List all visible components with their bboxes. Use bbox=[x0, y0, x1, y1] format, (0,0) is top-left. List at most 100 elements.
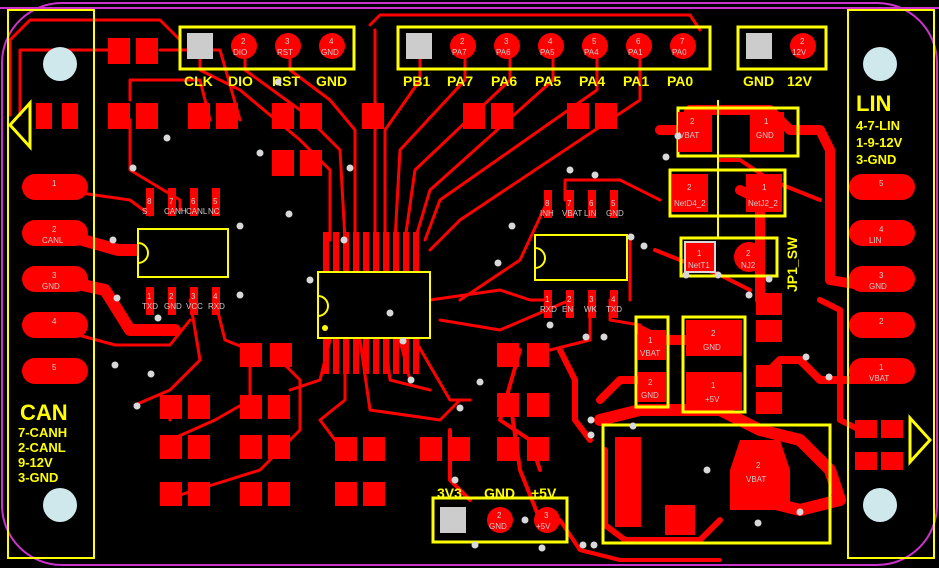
header-silk-label: +5V bbox=[531, 485, 557, 501]
ic-pin bbox=[566, 290, 574, 318]
edge-pad-number: 1 bbox=[52, 179, 57, 188]
lin-arrow-pad bbox=[855, 420, 877, 438]
lin-legend-line: 3-GND bbox=[856, 152, 896, 167]
trace-top-loop bbox=[368, 13, 702, 32]
header-pin-number: 3 bbox=[544, 511, 549, 520]
trace-left-7 bbox=[128, 118, 182, 212]
smd-pad bbox=[216, 103, 238, 129]
mcu-pin bbox=[373, 232, 379, 272]
cap-pad-main bbox=[730, 440, 790, 510]
can-connector-outline bbox=[7, 9, 95, 559]
header-silk-label: PA6 bbox=[491, 73, 517, 89]
ic-pin-name: GND bbox=[606, 209, 624, 218]
via bbox=[147, 370, 155, 378]
edge-pad bbox=[22, 312, 88, 338]
header-silk-label: GND bbox=[484, 485, 515, 501]
header-silk-label: PA4 bbox=[579, 73, 605, 89]
via bbox=[111, 361, 119, 369]
ic-pin-name: WK bbox=[584, 305, 598, 314]
via bbox=[546, 321, 554, 329]
edge-pad bbox=[22, 358, 88, 384]
header-pin-round bbox=[534, 507, 560, 533]
mcu-pin1-dot bbox=[322, 325, 328, 331]
smd-pad bbox=[108, 103, 130, 129]
net-pad bbox=[746, 174, 782, 212]
ic-pin-number: 8 bbox=[545, 199, 550, 208]
regulator-big-name: GND bbox=[703, 343, 721, 352]
ic-pin-number: 7 bbox=[567, 199, 572, 208]
jumper-name: NJ2 bbox=[741, 261, 756, 270]
header-pin-square bbox=[187, 33, 213, 59]
header-pin-round bbox=[275, 33, 301, 59]
ic-pin-name: NC bbox=[208, 207, 220, 216]
mcu-pin bbox=[343, 338, 349, 374]
trace-bottom-edge bbox=[558, 518, 722, 562]
regulator-small-name: VBAT bbox=[640, 349, 660, 358]
mount-hole-top-right bbox=[863, 47, 897, 81]
smd-pad bbox=[188, 395, 210, 419]
vbat-gnd-pair: 2 VBAT 1 GND bbox=[676, 106, 800, 158]
ic-pin-name: CANH bbox=[164, 207, 187, 216]
jumper-outline bbox=[679, 236, 779, 278]
edge-pad-name: CANL bbox=[42, 236, 64, 245]
trace-5v bbox=[508, 398, 542, 522]
trace-left-2 bbox=[58, 318, 192, 347]
lin-connector-outline bbox=[847, 9, 935, 559]
header-silk-label: PA5 bbox=[535, 73, 561, 89]
via bbox=[579, 541, 587, 549]
can-legend-line: 3-GND bbox=[18, 470, 58, 485]
jumper-jp1: 1 NetT1 2 NJ2 JP1_SW bbox=[679, 236, 800, 292]
via bbox=[745, 291, 753, 299]
via bbox=[163, 134, 171, 142]
regulator-small-pad bbox=[638, 372, 666, 402]
ic-pin-number: 3 bbox=[191, 292, 196, 301]
smd-pad bbox=[188, 103, 210, 129]
header-pin-square bbox=[440, 507, 466, 533]
via bbox=[129, 164, 137, 172]
header-pin-round bbox=[487, 507, 513, 533]
port-header-outline bbox=[396, 25, 712, 71]
mcu-pin bbox=[323, 232, 329, 272]
via bbox=[674, 132, 682, 140]
ic-pin bbox=[566, 190, 574, 218]
header-pin-number: 2 bbox=[241, 37, 246, 46]
via bbox=[236, 291, 244, 299]
vbat-gnd-name: GND bbox=[756, 131, 774, 140]
smd-pad bbox=[463, 103, 485, 129]
programming-header-outline bbox=[178, 25, 356, 71]
trace-left-8 bbox=[133, 298, 202, 407]
mcu-pin bbox=[393, 338, 399, 374]
via bbox=[754, 519, 762, 527]
header-pin-name: GND bbox=[748, 48, 766, 57]
header-pin-number: 1 bbox=[756, 37, 761, 46]
bottom-header-outline bbox=[431, 496, 569, 544]
ic-pin-number: 4 bbox=[611, 295, 616, 304]
electrolytic-cap: 2 VBAT bbox=[601, 423, 832, 545]
lin-transceiver-notch bbox=[534, 247, 546, 269]
ic-pin-number: 2 bbox=[567, 295, 572, 304]
ic-pin-name: GND bbox=[164, 302, 182, 311]
via bbox=[629, 422, 637, 430]
via bbox=[508, 222, 516, 230]
edge-pad-number: 5 bbox=[879, 179, 884, 188]
trace-lin-1 bbox=[458, 198, 550, 302]
header-silk-label: PA0 bbox=[667, 73, 693, 89]
via bbox=[521, 516, 529, 524]
via bbox=[627, 233, 635, 241]
regulator-big-name: +5V bbox=[705, 395, 720, 404]
via bbox=[306, 276, 314, 284]
smd-pad bbox=[363, 482, 385, 506]
smd-pad bbox=[268, 482, 290, 506]
smd-pad bbox=[272, 150, 294, 176]
smd-pad bbox=[497, 343, 519, 367]
ic-pin bbox=[168, 287, 176, 315]
smd-pad bbox=[527, 437, 549, 461]
edge-pad-number: 3 bbox=[52, 271, 57, 280]
trace-clk bbox=[198, 43, 332, 242]
vbat-pad bbox=[678, 112, 712, 152]
header-silk-label: PA1 bbox=[623, 73, 649, 89]
ic-pin-number: 6 bbox=[191, 197, 196, 206]
header-pin-number: 4 bbox=[548, 37, 553, 46]
